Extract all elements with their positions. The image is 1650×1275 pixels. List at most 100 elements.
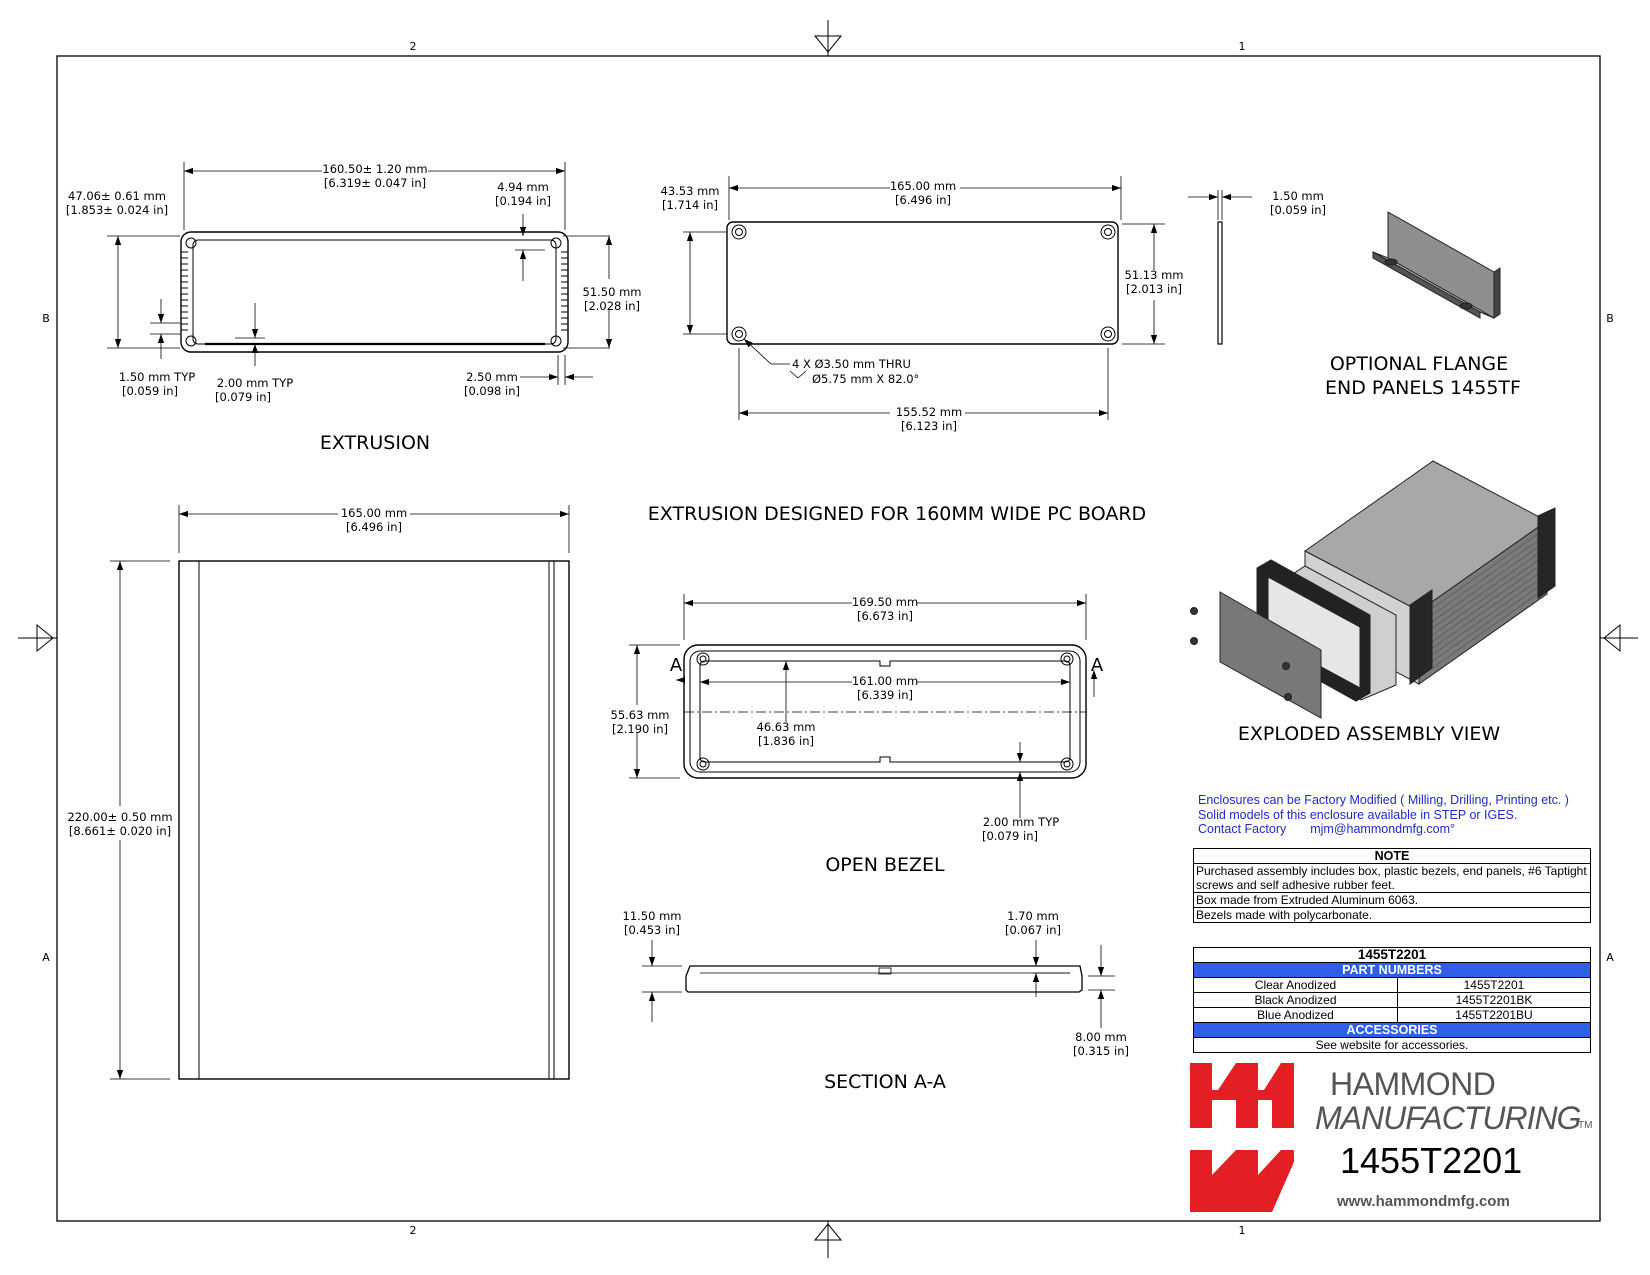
end-panel-side bbox=[1188, 190, 1252, 345]
dim-panel-height-in: [2.013 in] bbox=[1126, 282, 1182, 296]
title-flange-line2: END PANELS 1455TF bbox=[1325, 377, 1521, 399]
dim-section-lip-in: [0.067 in] bbox=[1005, 923, 1061, 937]
factory-note-models: Solid models of this enclosure available… bbox=[1198, 807, 1518, 822]
table-row: Clear Anodized 1455T2201 bbox=[1193, 977, 1592, 993]
dim-extrusion-width-in: [6.319± 0.047 in] bbox=[324, 176, 426, 190]
dim-bezel-rim-mm: 2.00 mm TYP bbox=[983, 815, 1059, 829]
dim-section-depth-in: [0.453 in] bbox=[624, 923, 680, 937]
dim-bezel-inner-height-in: [1.836 in] bbox=[758, 734, 814, 748]
factory-notes: Enclosures can be Factory Modified ( Mil… bbox=[1198, 793, 1569, 837]
dim-bezel-inner-width-in: [6.339 in] bbox=[857, 688, 913, 702]
dim-top-width-mm: 165.00 mm bbox=[341, 506, 407, 520]
finish-cell: Blue Anodized bbox=[1193, 1007, 1398, 1023]
dim-bezel-outer-width-mm: 169.50 mm bbox=[852, 595, 918, 609]
trademark-mark: TM bbox=[1578, 1120, 1593, 1131]
table-row: Blue Anodized 1455T2201BU bbox=[1193, 1007, 1592, 1023]
finish-cell: Black Anodized bbox=[1193, 992, 1398, 1008]
dim-bezel-inner-width-mm: 161.00 mm bbox=[852, 674, 918, 688]
dim-lip-in: [0.098 in] bbox=[464, 384, 520, 398]
note-table: NOTE Purchased assembly includes box, pl… bbox=[1193, 848, 1591, 923]
section-dimension-lines bbox=[642, 940, 1115, 1028]
dim-top-length-in: [8.661± 0.020 in] bbox=[69, 824, 171, 838]
dim-bezel-inner-height-mm: 46.63 mm bbox=[757, 720, 816, 734]
dim-panel-width-in: [6.496 in] bbox=[895, 193, 951, 207]
dim-hole-vertical-mm: 43.53 mm bbox=[661, 184, 720, 198]
panel-dimension-lines bbox=[683, 176, 1165, 420]
dim-hole-callout-2: Ø5.75 mm X 82.0° bbox=[812, 372, 919, 386]
dim-extrusion-height-mm: 47.06± 0.61 mm bbox=[68, 189, 166, 203]
dim-bezel-outer-width-in: [6.673 in] bbox=[857, 609, 913, 623]
dim-hole-horizontal-in: [6.123 in] bbox=[901, 419, 957, 433]
open-bezel bbox=[683, 644, 1087, 779]
title-exploded-assembly: EXPLODED ASSEMBLY VIEW bbox=[1238, 723, 1501, 745]
part-number-cell: 1455T2201BK bbox=[1396, 992, 1592, 1008]
title-section-a-a: SECTION A-A bbox=[824, 1071, 946, 1093]
table-row: Black Anodized 1455T2201BK bbox=[1193, 992, 1592, 1008]
top-view-dimension-lines bbox=[110, 505, 570, 1080]
section-marker-left: A bbox=[670, 655, 683, 676]
accessories-header: ACCESSORIES bbox=[1193, 1022, 1591, 1038]
zone-label-left-b: B bbox=[42, 312, 50, 325]
dim-slot-mm: 4.94 mm bbox=[497, 180, 549, 194]
factory-note-contact: Contact Factory mjm@hammondmfg.com° bbox=[1198, 822, 1569, 837]
note-row: Purchased assembly includes box, plastic… bbox=[1193, 863, 1591, 893]
dim-section-depth-mm: 11.50 mm bbox=[623, 909, 682, 923]
brand-name-line2: MANUFACTURING bbox=[1315, 1100, 1581, 1136]
hammond-logo-mark bbox=[1190, 1063, 1294, 1212]
title-open-bezel: OPEN BEZEL bbox=[825, 854, 945, 876]
zone-label-bottom-2: 2 bbox=[410, 1224, 417, 1237]
dim-outer-height-mm: 51.50 mm bbox=[583, 285, 642, 299]
dim-extrusion-width-mm: 160.50± 1.20 mm bbox=[322, 162, 427, 176]
part-numbers-header: PART NUMBERS bbox=[1193, 962, 1591, 978]
zone-label-right-a: A bbox=[1606, 951, 1614, 964]
contact-email[interactable]: mjm@hammondmfg.com° bbox=[1310, 822, 1456, 836]
brand-website-link[interactable]: www.hammondmfg.com bbox=[1337, 1193, 1510, 1210]
dim-panel-width-mm: 165.00 mm bbox=[890, 179, 956, 193]
title-extrusion: EXTRUSION bbox=[320, 432, 430, 454]
dim-wall-in: [0.059 in] bbox=[122, 384, 178, 398]
dim-panel-height-mm: 51.13 mm bbox=[1125, 268, 1184, 282]
dim-wall-mm: 1.50 mm TYP bbox=[119, 370, 195, 384]
dim-bezel-outer-height-in: [2.190 in] bbox=[612, 722, 668, 736]
zone-label-bottom-1: 1 bbox=[1239, 1224, 1246, 1237]
zone-label-left-a: A bbox=[42, 951, 50, 964]
zone-label-top-2: 2 bbox=[410, 40, 417, 53]
note-row: Bezels made with polycarbonate. bbox=[1193, 907, 1591, 923]
dim-extrusion-height-in: [1.853± 0.024 in] bbox=[66, 203, 168, 217]
centering-marks bbox=[18, 20, 1638, 1258]
title-pcb-note: EXTRUSION DESIGNED FOR 160MM WIDE PC BOA… bbox=[648, 503, 1146, 525]
contact-label: Contact Factory bbox=[1198, 822, 1287, 836]
extrusion-dimension-lines bbox=[107, 162, 613, 385]
exploded-assembly-illustration bbox=[1190, 460, 1556, 719]
factory-note-modify: Enclosures can be Factory Modified ( Mil… bbox=[1198, 793, 1569, 807]
part-number-cell: 1455T2201 bbox=[1396, 977, 1592, 993]
dim-hole-vertical-in: [1.714 in] bbox=[662, 198, 718, 212]
dim-outer-height-in: [2.028 in] bbox=[584, 299, 640, 313]
dim-section-height-mm: 8.00 mm bbox=[1075, 1030, 1127, 1044]
dim-floor-mm: 2.00 mm TYP bbox=[217, 376, 293, 390]
dim-section-height-in: [0.315 in] bbox=[1073, 1044, 1129, 1058]
brand-name-line1: HAMMOND bbox=[1330, 1066, 1496, 1102]
dim-hole-horizontal-mm: 155.52 mm bbox=[896, 405, 962, 419]
note-header: NOTE bbox=[1193, 848, 1591, 864]
end-panel-front bbox=[726, 221, 1119, 345]
note-row: Box made from Extruded Aluminum 6063. bbox=[1193, 892, 1591, 908]
section-a-a-profile bbox=[685, 965, 1083, 993]
dim-section-lip-mm: 1.70 mm bbox=[1007, 909, 1059, 923]
dim-top-width-in: [6.496 in] bbox=[346, 520, 402, 534]
section-marker-right: A bbox=[1091, 655, 1104, 676]
dim-top-length-mm: 220.00± 0.50 mm bbox=[67, 810, 172, 824]
flange-end-panel-illustration bbox=[1372, 211, 1501, 319]
dim-slot-in: [0.194 in] bbox=[495, 194, 551, 208]
zone-label-top-1: 1 bbox=[1239, 40, 1246, 53]
dim-lip-mm: 2.50 mm bbox=[466, 370, 518, 384]
brand-part-number: 1455T2201 bbox=[1340, 1140, 1523, 1181]
parts-table-title: 1455T2201 bbox=[1193, 947, 1591, 963]
title-flange-line1: OPTIONAL FLANGE bbox=[1330, 353, 1508, 375]
finish-cell: Clear Anodized bbox=[1193, 977, 1398, 993]
bezel-dimension-lines bbox=[629, 594, 1098, 818]
part-number-cell: 1455T2201BU bbox=[1396, 1007, 1592, 1023]
zone-label-right-b: B bbox=[1606, 312, 1614, 325]
enclosure-top-view bbox=[178, 560, 570, 1080]
